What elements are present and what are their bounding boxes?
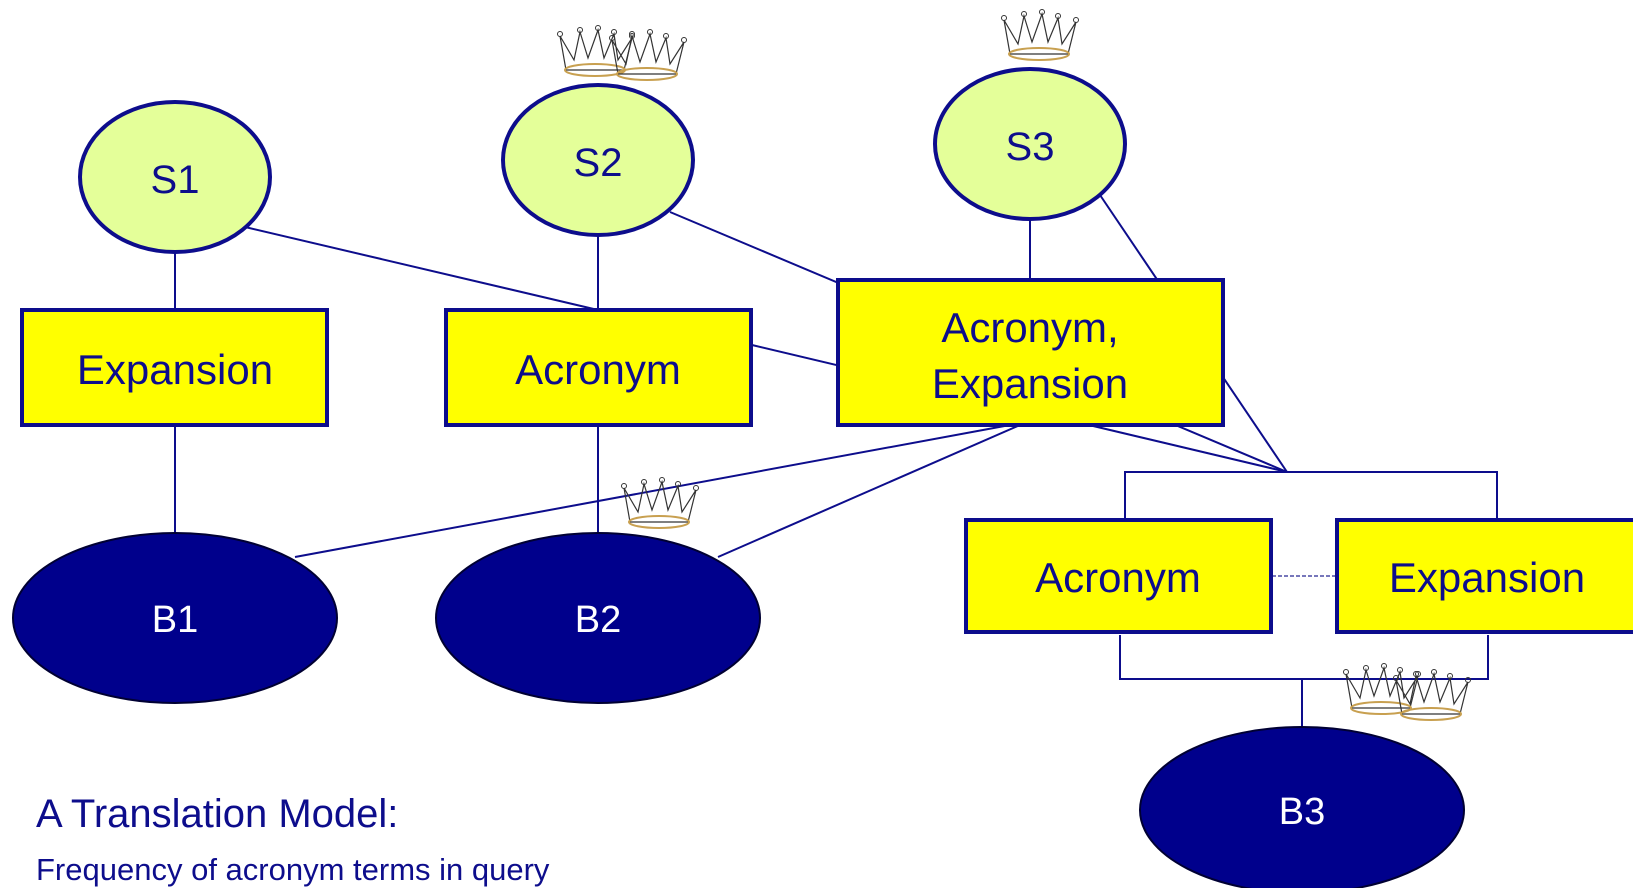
box-acronym-4: Acronym	[964, 518, 1273, 634]
box-expansion-5-label: Expansion	[1389, 554, 1585, 601]
box-3-label-line1: Acronym,	[941, 304, 1118, 351]
edge-s1-box2	[244, 226, 599, 311]
box-3-label-line2: Expansion	[932, 360, 1128, 407]
box-expansion-5: Expansion	[1335, 518, 1633, 634]
source-node-s2: S2	[501, 83, 695, 237]
edge-box3-b1	[294, 424, 1011, 558]
crown-icon-s3	[1000, 8, 1080, 61]
b2-label: B2	[575, 599, 621, 641]
target-node-b1: B1	[12, 532, 338, 704]
bracket-top	[1124, 471, 1498, 520]
crown-icon-s2-a	[556, 24, 636, 77]
caption-subtitle: Frequency of acronym terms in query	[36, 852, 550, 887]
target-node-b3: B3	[1139, 726, 1465, 888]
box-acronym-4-label: Acronym	[1035, 554, 1201, 601]
source-node-s3: S3	[933, 67, 1127, 221]
edge-box3-b2	[717, 424, 1021, 558]
b1-label: B1	[152, 599, 198, 641]
s1-label: S1	[151, 158, 200, 202]
box-acronym-expansion-3: Acronym, Expansion	[836, 278, 1225, 427]
target-node-b2: B2	[435, 532, 761, 704]
crown-icon-b3-a	[1342, 662, 1422, 715]
box-expansion-1: Expansion	[20, 308, 329, 427]
s3-label: S3	[1006, 125, 1055, 169]
box-acronym-2-label: Acronym	[515, 346, 681, 393]
box-expansion-1-label: Expansion	[77, 346, 273, 393]
connector-lines	[174, 194, 1498, 727]
s2-label: S2	[574, 141, 623, 185]
b3-label: B3	[1279, 791, 1325, 833]
source-node-s1: S1	[78, 100, 272, 254]
bracket-bottom	[1119, 635, 1489, 680]
box-acronym-2: Acronym	[444, 308, 753, 427]
caption-title: A Translation Model:	[36, 792, 399, 836]
